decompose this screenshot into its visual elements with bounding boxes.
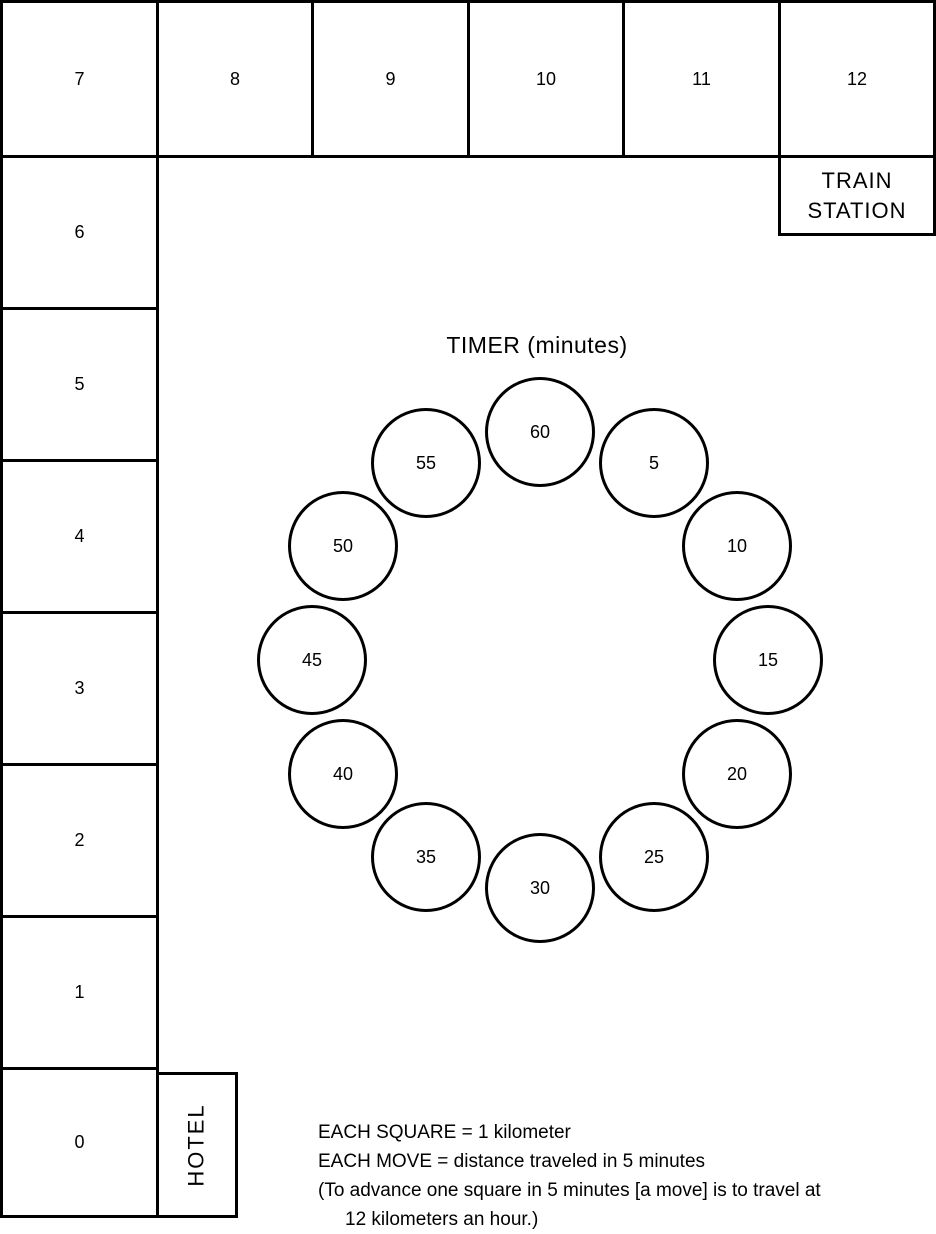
board-square-11: 11 xyxy=(622,0,781,158)
board-square-0: 0 xyxy=(0,1067,159,1218)
timer-circle-45: 45 xyxy=(257,605,367,715)
train-station-box: TRAIN STATION xyxy=(778,155,936,236)
timer-circle-55: 55 xyxy=(371,408,481,518)
legend-line-square: EACH SQUARE = 1 kilometer xyxy=(318,1122,571,1143)
legend-line-note-1: (To advance one square in 5 minutes [a m… xyxy=(318,1180,821,1201)
timer-circle-10: 10 xyxy=(682,491,792,601)
board-square-3: 3 xyxy=(0,611,159,766)
legend-line-move: EACH MOVE = distance traveled in 5 minut… xyxy=(318,1151,706,1172)
board-square-12: 12 xyxy=(778,0,936,158)
timer-title: TIMER (minutes) xyxy=(446,332,628,358)
hotel-box: HOTEL xyxy=(156,1072,238,1218)
timer-circle-60: 60 xyxy=(485,377,595,487)
board-square-5: 5 xyxy=(0,307,159,462)
board-square-8: 8 xyxy=(156,0,314,158)
timer-circle-25: 25 xyxy=(599,802,709,912)
legend: EACH SQUARE = 1 kilometer EACH MOVE = di… xyxy=(318,1118,821,1234)
timer-circle-40: 40 xyxy=(288,719,398,829)
train-station-label-line2: STATION xyxy=(807,197,907,223)
board-square-7: 7 xyxy=(0,0,159,158)
timer-circle-30: 30 xyxy=(485,833,595,943)
hotel-label: HOTEL xyxy=(184,1103,210,1187)
timer-circle-50: 50 xyxy=(288,491,398,601)
legend-line-note-2: 12 kilometers an hour.) xyxy=(345,1209,539,1230)
board-square-6: 6 xyxy=(0,155,159,310)
timer-circle-5: 5 xyxy=(599,408,709,518)
timer-circle-15: 15 xyxy=(713,605,823,715)
timer-circle-20: 20 xyxy=(682,719,792,829)
train-station-label-line1: TRAIN xyxy=(821,167,893,193)
board-square-9: 9 xyxy=(311,0,470,158)
board-square-10: 10 xyxy=(467,0,625,158)
board-square-2: 2 xyxy=(0,763,159,918)
board-square-1: 1 xyxy=(0,915,159,1070)
timer-circle-35: 35 xyxy=(371,802,481,912)
board-square-4: 4 xyxy=(0,459,159,614)
